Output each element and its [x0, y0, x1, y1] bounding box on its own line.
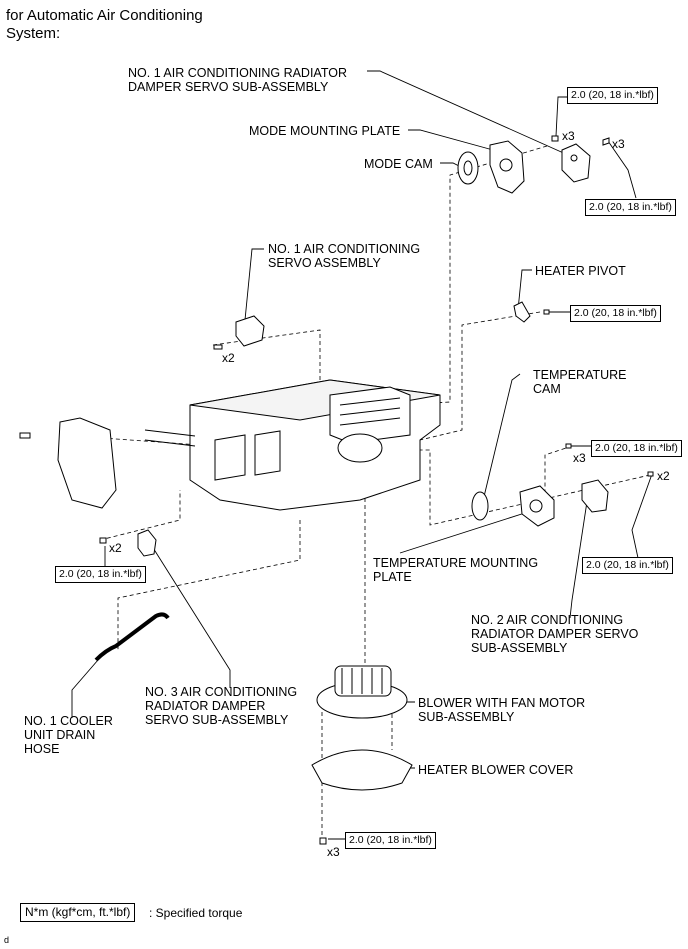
label-damper-servo-3: NO. 3 AIR CONDITIONING: [145, 685, 298, 699]
qty-x2-servo-1: x2: [222, 351, 235, 365]
torque-spec-5: 2.0 (20, 18 in.*lbf): [582, 557, 673, 574]
screw-blower-cover: [319, 837, 327, 845]
temperature-cam-part: [471, 491, 489, 521]
label-servo-1: NO. 1 AIR CONDITIONING: [268, 242, 421, 256]
screw-servo-1: [213, 344, 223, 350]
torque-spec-6: 2.0 (20, 18 in.*lbf): [55, 566, 146, 583]
label-temperature-cam-line2: CAM: [533, 382, 561, 396]
leader-damper-servo-2: [569, 494, 589, 619]
label-mode-cam: MODE CAM: [364, 157, 433, 171]
label-drain-hose: NO. 1 COOLER: [24, 714, 113, 728]
qty-x3-blower-cover: x3: [327, 845, 340, 859]
drain-hose-part: [94, 612, 170, 662]
leader-torque-5: [631, 473, 653, 559]
label-damper-servo-3-line2: RADIATOR DAMPER: [145, 699, 266, 713]
label-mode-mounting-plate: MODE MOUNTING PLATE: [249, 124, 401, 138]
label-damper-servo-1-line2: DAMPER SERVO SUB-ASSEMBLY: [128, 80, 329, 94]
screw-servo-3: [99, 537, 107, 544]
qty-x2-servo-2: x2: [657, 469, 670, 483]
legend-description: : Specified torque: [149, 906, 243, 920]
leader-temp-mounting-plate: [399, 511, 529, 554]
leader-drain-hose: [71, 659, 99, 718]
torque-spec-7: 2.0 (20, 18 in.*lbf): [345, 832, 436, 849]
screw-left-panel: [19, 432, 31, 439]
label-heater-blower-cover: HEATER BLOWER COVER: [418, 763, 574, 777]
leader-temperature-cam: [481, 373, 521, 506]
qty-x3-servo-2: x3: [573, 451, 586, 465]
legend-unit-box: N*m (kgf*cm, ft.*lbf): [20, 903, 136, 922]
heater-pivot-part: [513, 301, 531, 323]
leader-servo-1: [244, 248, 264, 321]
screw-servo-2-b: [647, 471, 654, 477]
label-blower-line2: SUB-ASSEMBLY: [418, 710, 515, 724]
label-heater-pivot: HEATER PIVOT: [535, 264, 626, 278]
label-damper-servo-1: NO. 1 AIR CONDITIONING RADIATOR: [128, 66, 348, 80]
left-side-panel: [57, 417, 117, 509]
qty-x3-damper-servo-1: x3: [562, 129, 575, 143]
damper-servo-1-part: [561, 143, 591, 183]
dashed-line-servo-3: [99, 490, 181, 541]
torque-spec-4: 2.0 (20, 18 in.*lbf): [591, 440, 682, 457]
torque-spec-2: 2.0 (20, 18 in.*lbf): [585, 199, 676, 216]
torque-spec-1: 2.0 (20, 18 in.*lbf): [567, 87, 658, 104]
heater-blower-cover-part: [311, 749, 413, 791]
leader-mode-mounting-plate: [408, 129, 494, 151]
label-temperature-mounting-plate: TEMPERATURE MOUNTING: [373, 556, 539, 570]
damper-servo-3-part: [137, 529, 157, 557]
torque-spec-3: 2.0 (20, 18 in.*lbf): [570, 305, 661, 322]
leader-torque-2: [607, 140, 637, 199]
leader-damper-servo-1: [367, 70, 569, 156]
qty-x2-servo-3: x2: [109, 541, 122, 555]
corner-mark: d: [4, 935, 10, 945]
label-damper-servo-2-line2: RADIATOR DAMPER SERVO: [471, 627, 639, 641]
label-temperature-cam: TEMPERATURE: [533, 368, 627, 382]
dashed-line-servo-2-screws: [544, 445, 573, 500]
leader-heater-pivot: [517, 269, 532, 311]
screw-2: [602, 137, 610, 146]
label-blower: BLOWER WITH FAN MOTOR: [418, 696, 586, 710]
servo-1-part: [235, 315, 265, 347]
damper-servo-2-part: [581, 479, 609, 513]
dashed-line-heater-pivot: [419, 311, 541, 441]
label-damper-servo-2: NO. 2 AIR CONDITIONING: [471, 613, 624, 627]
diagram-title-line1: for Automatic Air Conditioning: [6, 7, 203, 24]
leader-torque-1: [555, 96, 567, 137]
label-temperature-mounting-plate-line2: PLATE: [373, 570, 412, 584]
leader-damper-servo-3: [149, 542, 231, 688]
screw-1: [551, 135, 559, 142]
diagram-title-line2: System:: [6, 25, 61, 42]
qty-x3-mode-plate: x3: [612, 137, 625, 151]
label-damper-servo-2-line3: SUB-ASSEMBLY: [471, 641, 568, 655]
screw-heater-pivot: [543, 309, 550, 315]
label-drain-hose-line2: UNIT DRAIN: [24, 728, 96, 742]
label-servo-1-line2: SERVO ASSEMBLY: [268, 256, 381, 270]
screw-servo-2-a: [565, 443, 572, 449]
label-drain-hose-line3: HOSE: [24, 742, 60, 756]
label-damper-servo-3-line3: SERVO SUB-ASSEMBLY: [145, 713, 289, 727]
